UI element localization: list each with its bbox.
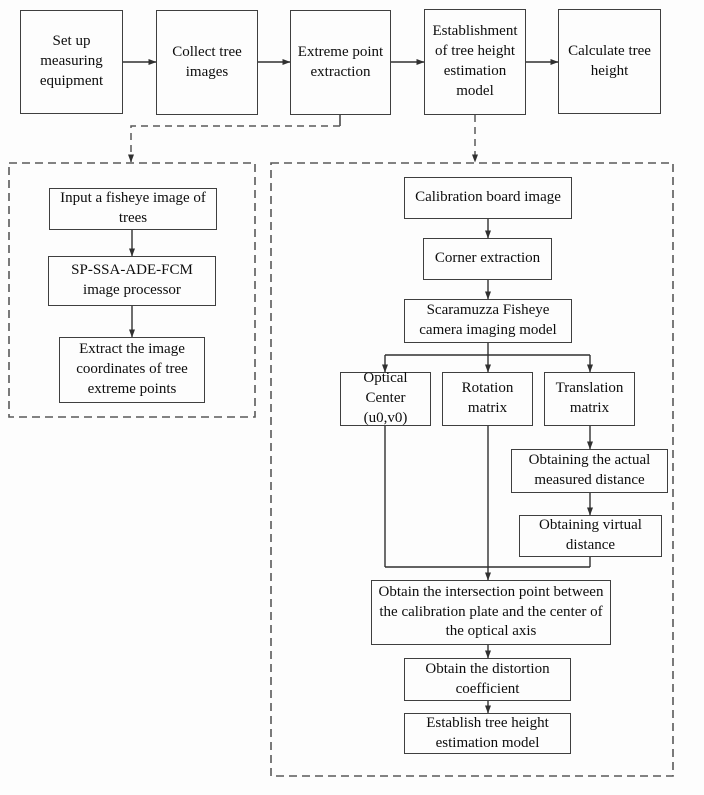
node-establish-tree-model: Establish tree height estimation model bbox=[404, 713, 571, 754]
node-calculate-height: Calculate tree height bbox=[558, 9, 661, 114]
node-scaramuzza-model: Scaramuzza Fisheye camera imaging model bbox=[404, 299, 572, 343]
node-virtual-distance: Obtaining virtual distance bbox=[519, 515, 662, 557]
node-intersection-point: Obtain the intersection point between th… bbox=[371, 580, 611, 645]
dashed-arrow-to-extraction-group bbox=[128, 125, 340, 163]
node-optical-center: Optical Center (u0,v0) bbox=[340, 370, 431, 426]
node-corner-extraction: Corner extraction bbox=[423, 238, 552, 280]
node-establishment-model: Establishment of tree height estimation … bbox=[424, 9, 526, 115]
node-calibration-image: Calibration board image bbox=[404, 177, 572, 219]
node-collect-images: Collect tree images bbox=[156, 10, 258, 115]
node-extreme-point-extraction: Extreme point extraction bbox=[290, 10, 391, 115]
node-setup-equipment: Set up measuring equipment bbox=[20, 10, 123, 114]
node-extract-coordinates: Extract the image coordinates of tree ex… bbox=[59, 337, 205, 403]
extraction-group-outline bbox=[8, 162, 256, 418]
node-translation-matrix: Translation matrix bbox=[544, 372, 635, 426]
node-image-processor: SP-SSA-ADE-FCM image processor bbox=[48, 256, 216, 306]
node-distortion-coefficient: Obtain the distortion coefficient bbox=[404, 658, 571, 701]
node-actual-distance: Obtaining the actual measured distance bbox=[511, 449, 668, 493]
node-rotation-matrix: Rotation matrix bbox=[442, 372, 533, 426]
node-input-fisheye: Input a fisheye image of trees bbox=[49, 188, 217, 230]
model-group-outline bbox=[270, 162, 674, 777]
